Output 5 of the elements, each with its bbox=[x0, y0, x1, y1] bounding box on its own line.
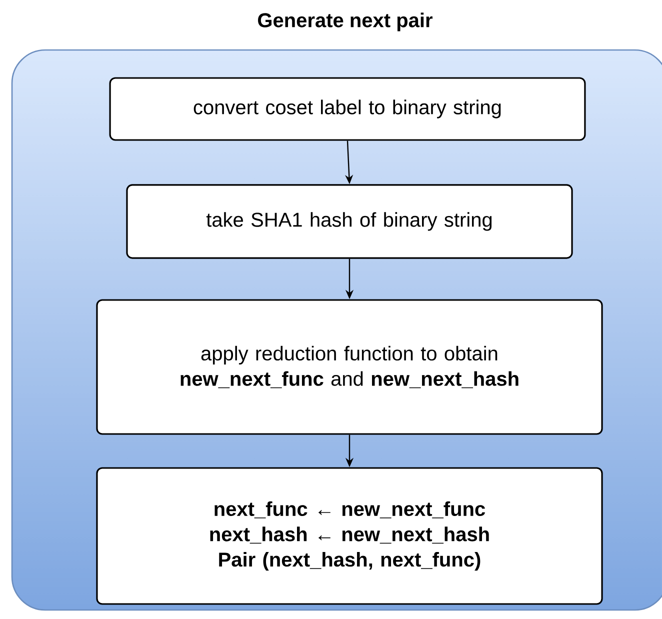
panel-heading: Generate next pair bbox=[258, 12, 432, 32]
process-box: apply reduction function to obtain new_next_func and new_next_hash bbox=[96, 299, 603, 435]
process-box: convert coset label to binary string bbox=[109, 77, 586, 141]
process-box: take SHA1 hash of binary string bbox=[126, 184, 573, 259]
process-box: next_func ← new_next_func next_hash ← new_next_hash Pair (next_hash, next_func) bbox=[96, 467, 603, 605]
